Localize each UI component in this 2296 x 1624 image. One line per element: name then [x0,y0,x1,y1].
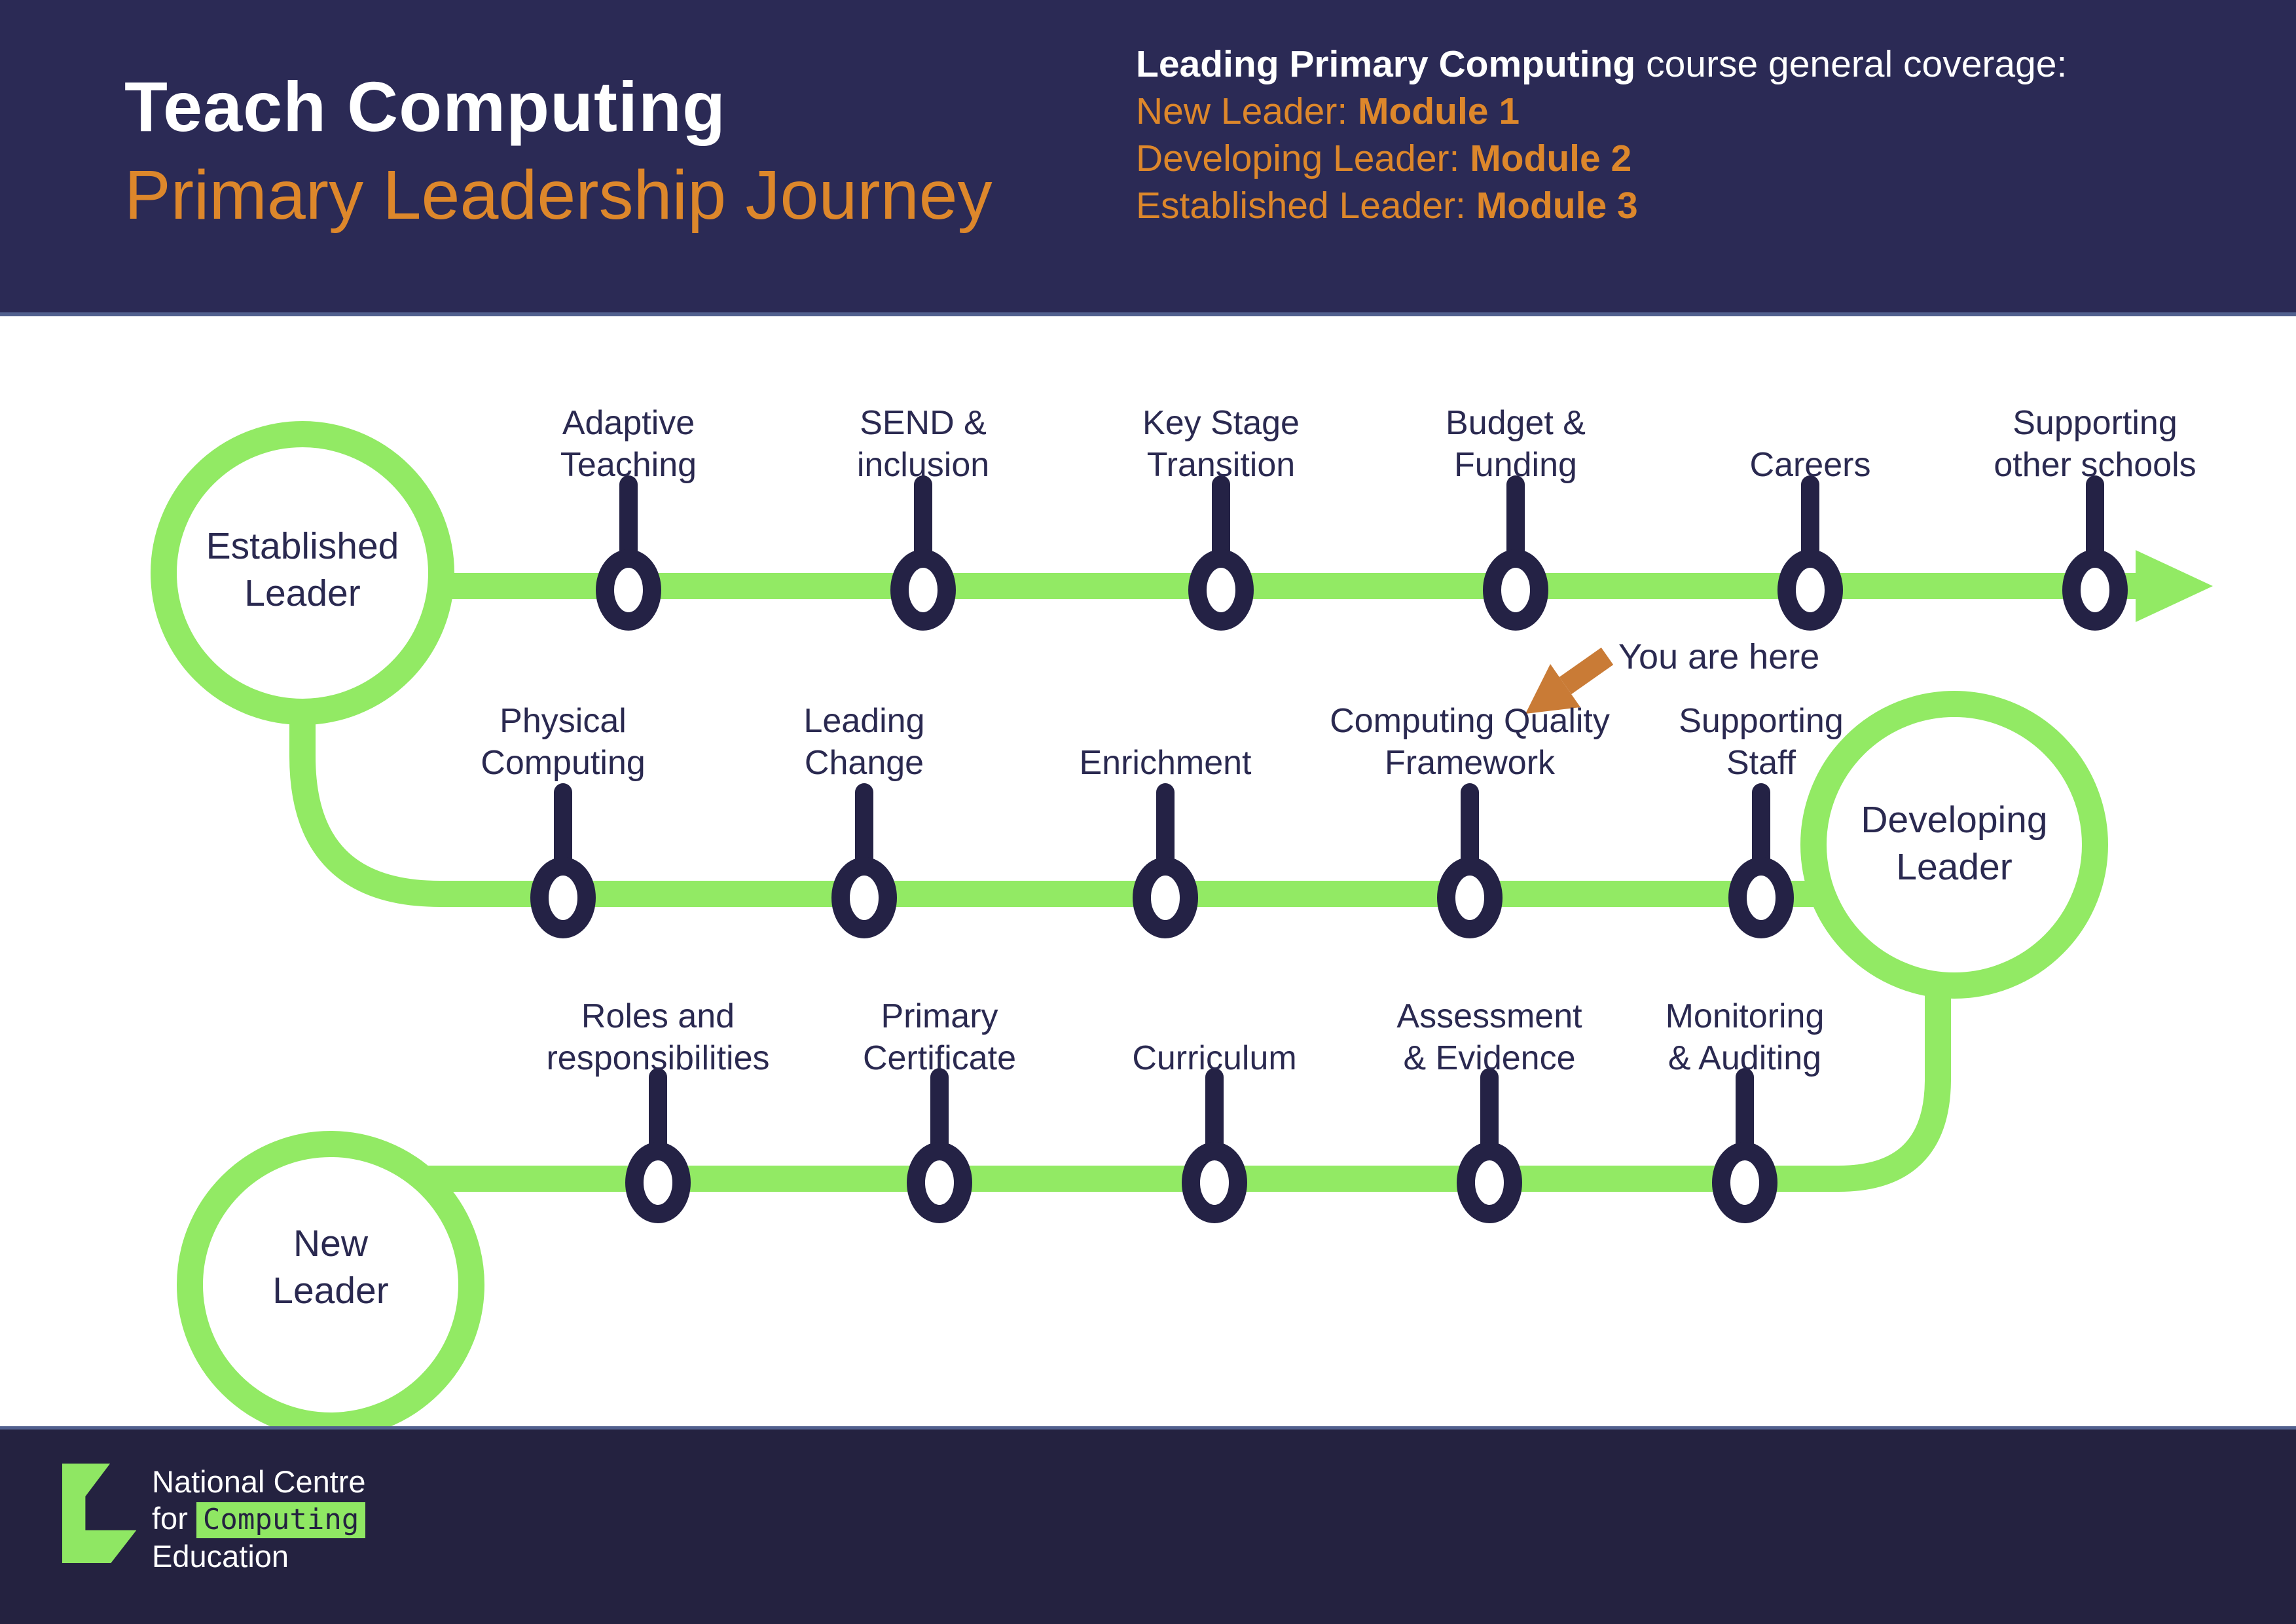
header-band: Teach Computing Primary Leadership Journ… [0,0,2296,316]
milestone-marker [1182,1068,1247,1223]
milestone-label-budget-funding: Budget & Funding [1446,404,1586,484]
coverage-heading: Leading Primary Computing course general… [1136,43,2068,85]
milestone-label-key-stage-transition: Key Stage Transition [1142,404,1300,484]
ncce-line2: for Computing [152,1500,366,1538]
milestone-markers-row3 [625,1068,1777,1223]
page-subtitle: Primary Leadership Journey [124,157,993,234]
milestone-markers-row1 [596,475,2128,631]
milestone-marker [1457,1068,1522,1223]
milestone-marker [1712,1068,1777,1223]
you-are-here-arrow-icon [1525,647,1614,714]
milestone-marker [831,783,897,938]
page-title: Teach Computing [124,67,726,146]
milestone-label-enrichment: Enrichment [1079,744,1252,782]
you-are-here-label: You are here [1618,637,1820,676]
milestone-marker [1777,475,1843,631]
stage-circle-developing [1800,691,2108,999]
milestone-label-primary-certificate: Primary Certificate [862,997,1017,1077]
path-middle-row [289,701,1866,907]
milestone-marker [596,475,661,631]
milestone-marker [1188,475,1254,631]
milestone-label-quality-framework: Computing Quality Framework [1330,702,1610,782]
journey-path [289,573,2140,1192]
stage-circle-new [177,1131,484,1439]
ncce-logo-icon [62,1464,137,1563]
stage-circle-established [151,421,454,725]
milestone-label-monitoring-auditing: Monitoring & Auditing [1665,997,1825,1077]
milestone-marker [1728,783,1794,938]
milestone-markers-row2 [530,783,1794,938]
milestone-marker [1483,475,1548,631]
milestone-label-roles-responsibilities: Roles and responsibilities [546,997,770,1077]
milestone-label-send-inclusion: SEND & inclusion [856,404,990,484]
milestone-marker [625,1068,691,1223]
coverage-item-developing-leader: Developing Leader: Module 2 [1136,138,1632,179]
milestone-marker [530,783,596,938]
milestone-label-curriculum: Curriculum [1132,1039,1297,1077]
coverage-item-new-leader: New Leader: Module 1 [1136,90,1520,132]
coverage-item-established-leader: Established Leader: Module 3 [1136,185,1638,227]
milestone-marker [2062,475,2128,631]
milestone-marker [1437,783,1503,938]
stage-label-established: Established Leader [206,525,399,614]
stage-circles [151,421,2108,1439]
coverage-block: Leading Primary Computing course general… [1136,41,2067,229]
milestone-label-supporting-schools: Supporting other schools [1994,404,2196,484]
milestone-label-assessment-evidence: Assessment & Evidence [1396,997,1582,1077]
milestone-label-supporting-staff: Supporting Staff [1679,702,1844,782]
milestone-marker [907,1068,972,1223]
ncce-line1: National Centre [152,1464,366,1499]
milestone-label-careers: Careers [1749,446,1871,484]
ncce-computing-highlight: Computing [196,1502,366,1538]
milestone-label-physical-computing: Physical Computing [481,702,646,782]
stage-label-developing: Developing Leader [1861,799,2048,888]
stage-label-new: New Leader [272,1223,389,1312]
footer-band: National Centre for Computing Education [0,1426,2296,1624]
path-bottom-row [393,976,1951,1192]
milestone-label-leading-change: Leading Change [803,702,925,782]
milestone-marker [1133,783,1198,938]
journey-arrowhead [2136,550,2213,622]
ncce-line3: Education [152,1539,289,1574]
milestone-marker [890,475,956,631]
milestone-label-adaptive-teaching: Adaptive Teaching [560,404,697,484]
ncce-wordmark: National Centre for Computing Education [152,1464,366,1575]
